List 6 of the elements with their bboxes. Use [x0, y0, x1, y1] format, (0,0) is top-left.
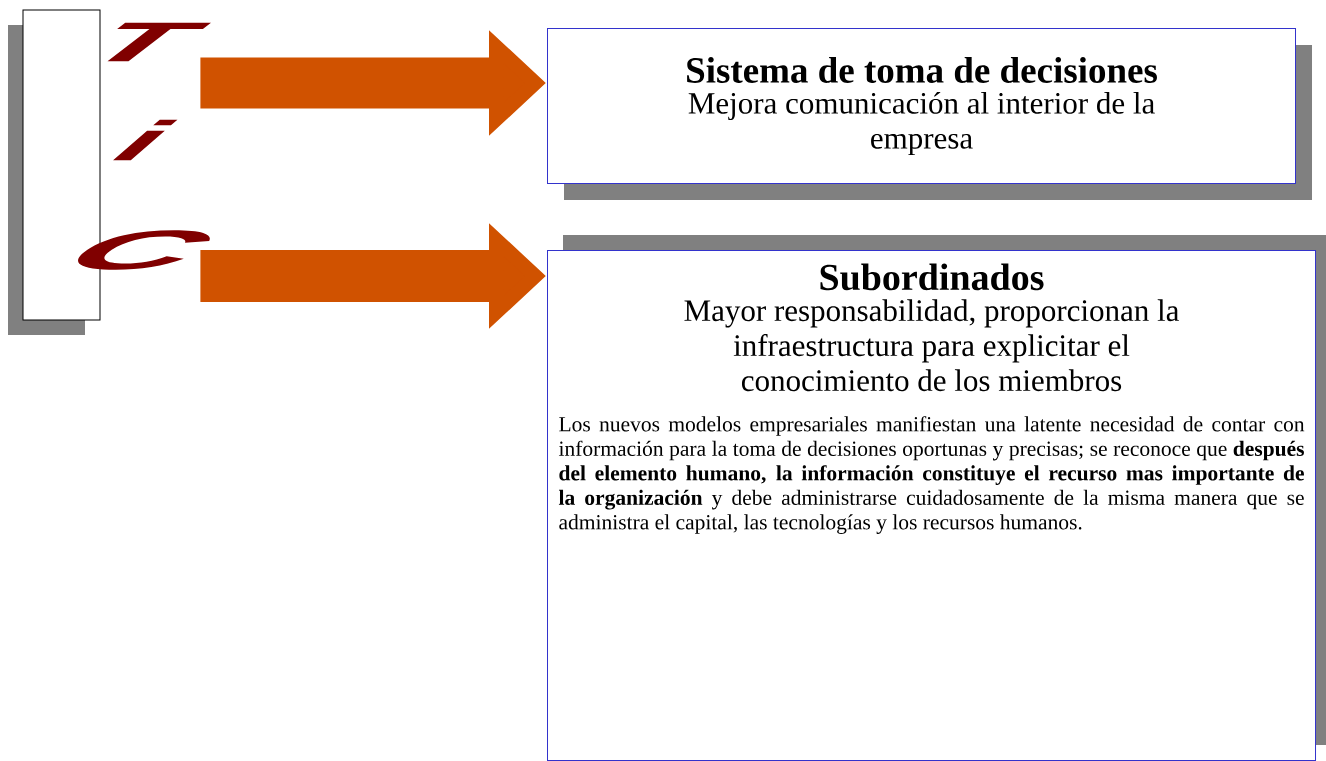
text-box: Sistema de toma de decisiones Mejora comunicación al interior de la empresa: [547, 28, 1312, 200]
letter-column: T i C: [8, 9, 211, 335]
node-label: C: [78, 230, 210, 270]
node-label: T: [107, 22, 211, 62]
node-label: i: [113, 119, 178, 161]
text-box: Subordinados Mayor responsabilidad, proporcionan la infraestructura para explicitar el conocimiento de los miembros Los nuevos modelos empresariales manifiestan una latente necesidad de contar con información para la toma de decisiones oportunas y precisas; se reconoce que después del elemento humano, la información constituye el recurso mas importante de la organización y debe administrarse cuidadosamente de la misma manera que se administra el capital, las tecnologías y los recursos humanos.: [547, 235, 1326, 761]
